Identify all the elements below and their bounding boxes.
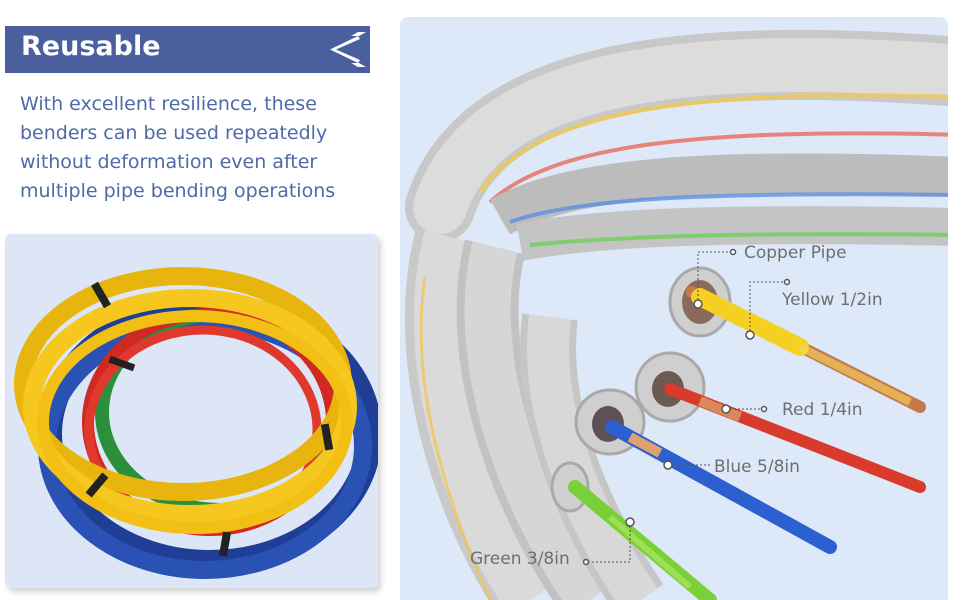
green-pipe-label: Green 3/8in xyxy=(470,549,570,569)
coiled-tubes-image xyxy=(5,234,378,588)
insulated-pipes-illustration xyxy=(405,29,948,600)
red-pipe-label: Red 1/4in xyxy=(782,400,863,420)
coiled-tubes-illustration xyxy=(14,267,378,579)
description-line: multiple pipe bending operations xyxy=(20,180,336,202)
chevron-left-icon xyxy=(300,26,370,73)
yellow-pipe-label: Yellow 1/2in xyxy=(782,290,883,310)
banner-title: Reusable xyxy=(21,31,161,62)
description-text: With excellent resilience, these benders… xyxy=(20,90,370,206)
blue-pipe-label: Blue 5/8in xyxy=(714,457,800,477)
header-banner: Reusable xyxy=(5,26,370,73)
description-line: without deformation even after xyxy=(20,151,318,173)
pipe-detail-image xyxy=(400,17,948,600)
description-line: benders can be used repeatedly xyxy=(20,122,328,144)
copper-pipe-label: Copper Pipe xyxy=(744,243,847,263)
description-line: With excellent resilience, these xyxy=(20,93,317,115)
